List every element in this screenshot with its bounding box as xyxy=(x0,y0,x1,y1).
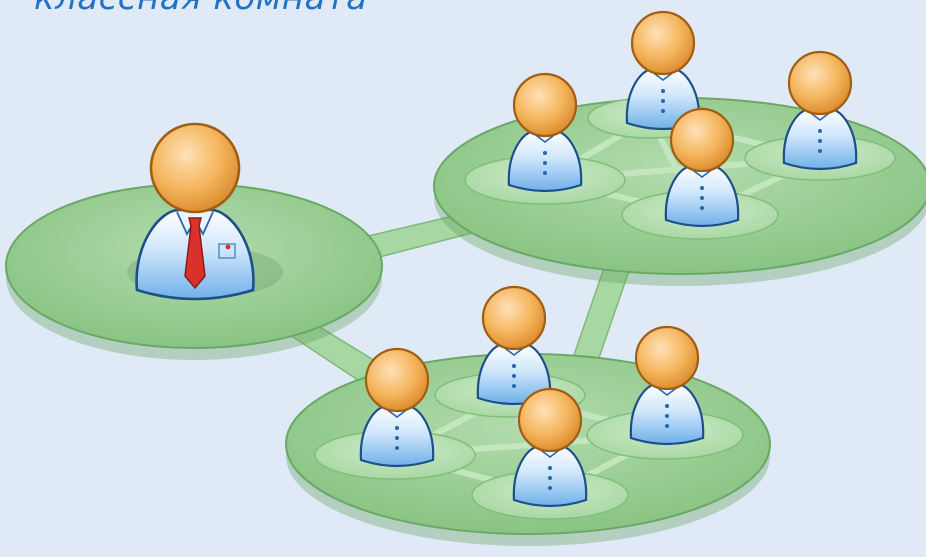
diagram-title: классная комната xyxy=(34,0,368,18)
student-figure xyxy=(476,285,552,406)
pocket-icon xyxy=(218,243,236,259)
tie-icon xyxy=(184,217,206,290)
teacher-figure xyxy=(135,122,255,301)
